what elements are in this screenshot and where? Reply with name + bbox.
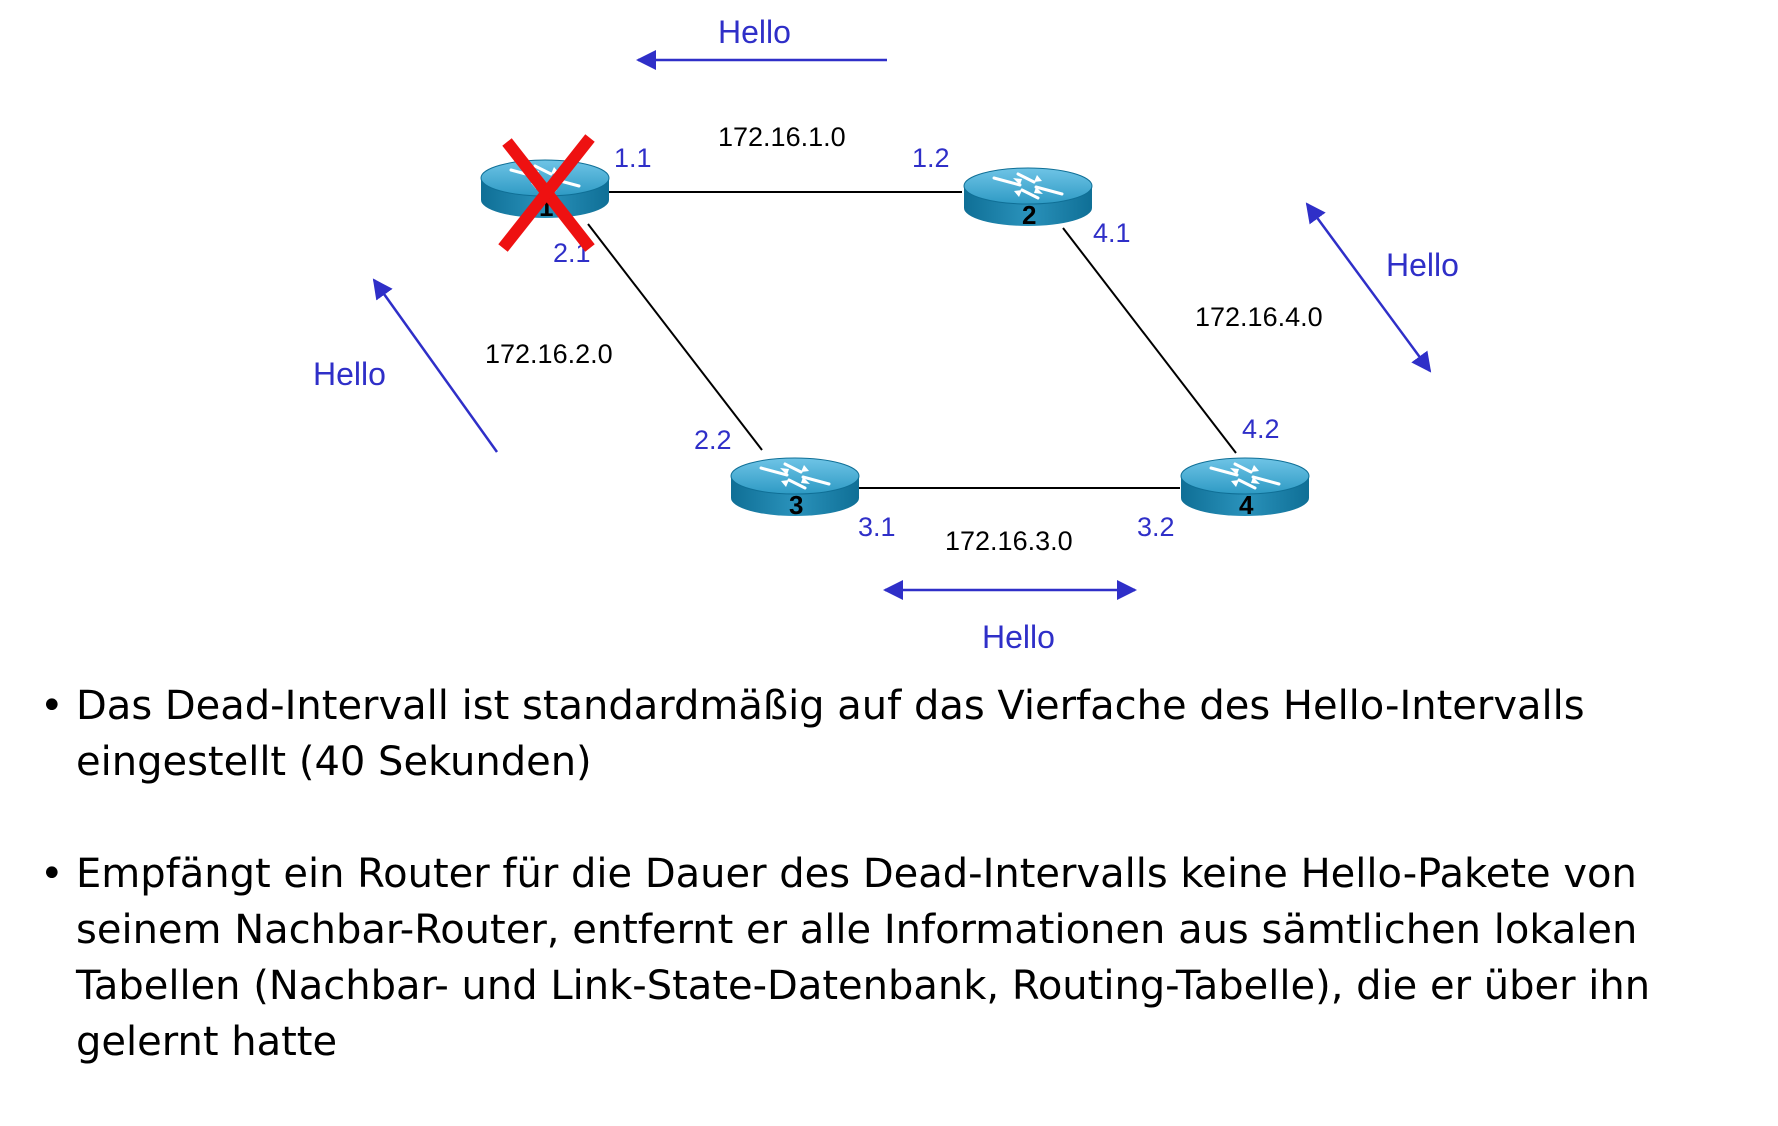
hello-label-top: Hello: [718, 14, 791, 50]
router-4: 4: [1180, 457, 1310, 520]
link-r2-r4: [1062, 227, 1237, 454]
iface-label-r2-b: 4.1: [1093, 218, 1131, 248]
bullet-marker: •: [40, 683, 64, 729]
bullet-text-2: Empfängt ein Router für die Dauer des De…: [76, 851, 1651, 1065]
bullet-marker: •: [40, 851, 64, 897]
iface-label-r4-a: 4.2: [1242, 414, 1280, 444]
x-mark-icon: [498, 134, 595, 252]
router-icon: [963, 167, 1093, 226]
hello-label-left: Hello: [313, 356, 386, 392]
hello-label-right: Hello: [1386, 247, 1459, 283]
link-r1-r3: [587, 223, 763, 451]
network-label-2: 172.16.2.0: [485, 339, 613, 369]
ospf-network-diagram: 1 2: [313, 14, 1459, 655]
network-label-1: 172.16.1.0: [718, 122, 846, 152]
network-label-3: 172.16.3.0: [945, 526, 1073, 556]
hello-arrow-left: [372, 278, 499, 453]
router-4-number: 4: [1239, 490, 1254, 520]
network-label-4: 172.16.4.0: [1195, 302, 1323, 332]
router-3-number: 3: [789, 490, 803, 520]
hello-label-bottom: Hello: [982, 619, 1055, 655]
router-icon: [730, 457, 860, 516]
bullet-text-1: Das Dead-Intervall ist standardmäßig auf…: [76, 683, 1585, 785]
iface-label-r3-a: 2.2: [694, 425, 732, 455]
iface-label-r2-a: 1.2: [912, 143, 950, 173]
bullet-item-1: • Das Dead-Intervall ist standardmäßig a…: [40, 678, 1760, 790]
router-2-number: 2: [1022, 200, 1036, 230]
hello-arrow-right: [1305, 202, 1432, 373]
router-icon: [1180, 457, 1310, 516]
router-3: 3: [730, 457, 860, 520]
iface-label-r4-b: 3.2: [1137, 512, 1175, 542]
bullet-list: • Das Dead-Intervall ist standardmäßig a…: [40, 678, 1760, 1126]
router-2: 2: [963, 167, 1093, 230]
bullet-item-2: • Empfängt ein Router für die Dauer des …: [40, 846, 1760, 1070]
iface-label-r3-b: 3.1: [858, 512, 896, 542]
iface-label-r1-a: 1.1: [614, 143, 652, 173]
